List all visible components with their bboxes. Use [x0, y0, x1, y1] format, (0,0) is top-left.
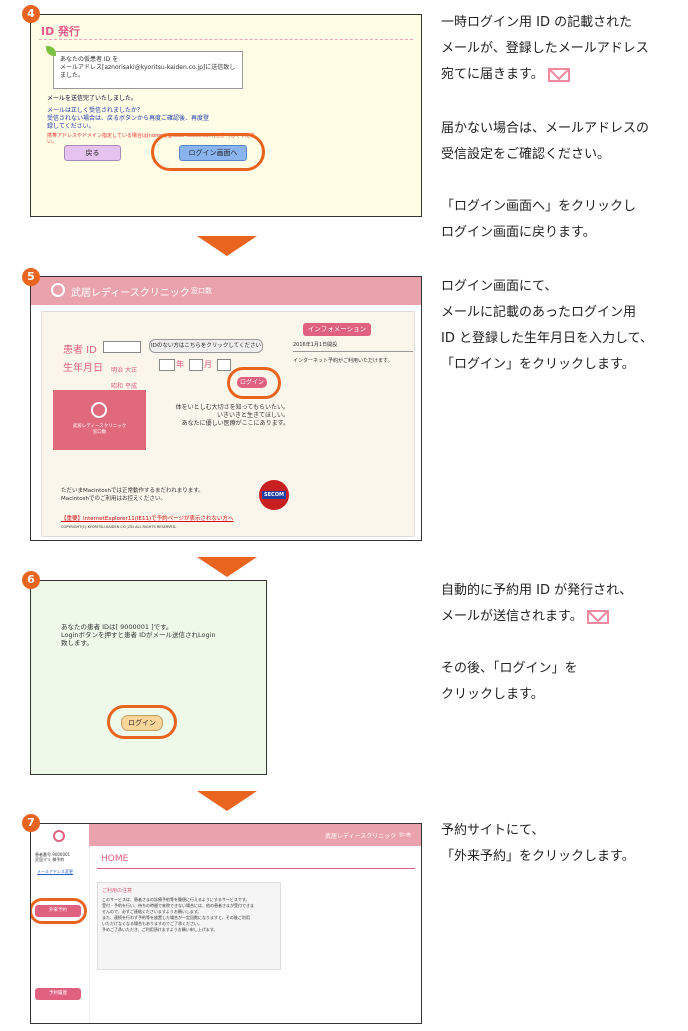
patient-id-label: 患者 ID [63, 345, 97, 356]
month-label: 月 [204, 360, 212, 369]
step4-description-text: 一時ログイン用 ID の記載された メールが、登録したメールアドレス 宛てに届き… [441, 15, 649, 82]
clinic-sub: 窓口数 [399, 832, 411, 837]
notice-title: ご利用の注意 [102, 888, 133, 894]
step5-screenshot: 武居レディースクリニック 窓口数 患者 ID IDのない方はこちらをクリックして… [30, 276, 422, 541]
mac-note: ただいまMacintoshでは正常動作するまだわれまります。 Macintosh… [61, 488, 204, 502]
step4-description-3: 「ログイン画面へ」をクリックし ログイン画面に戻ります。 [441, 199, 637, 240]
secom-label: SECOM [262, 491, 286, 499]
clinic-header: 武居レディースクリニック 窓口数 [31, 277, 421, 305]
info-rule [293, 351, 413, 352]
step-number-badge: 4 [22, 5, 40, 23]
day-input[interactable] [217, 359, 231, 371]
secom-badge: SECOM [259, 480, 289, 510]
warning-text: メールは正しく受信されましたか？ 受信されない場合は、戻るボタンから再度ご確認後… [47, 107, 210, 130]
clinic-logo-tile: 武居レディースクリニック 窓口数 [53, 390, 146, 450]
login-screen-button[interactable]: ログイン画面へ [179, 145, 247, 161]
mail-change-link[interactable]: メールアドレス変更 [37, 869, 73, 874]
birthdate-label: 生年月日 [63, 363, 103, 374]
mail-notice-box: あなたの仮患者 ID を メールアドレス[aznorisaki@kyoritsu… [46, 46, 243, 89]
highlight-ring [151, 133, 265, 171]
issued-id-message: あなたの患者 IDは[ 9000001 ]です。 Loginボタンを押すと患者 … [61, 623, 216, 647]
year-label: 年 [176, 360, 184, 369]
step6-description: 自動的に予約用 ID が発行され、 メールが送信されます。 [441, 578, 632, 630]
history-button[interactable]: 予約履歴 [35, 988, 81, 1000]
era-radio-3[interactable]: 昭和 [111, 383, 124, 390]
step6-screenshot: あなたの患者 IDは[ 9000001 ]です。 Loginボタンを押すと患者 … [30, 580, 267, 775]
step6-description-text: 自動的に予約用 ID が発行され、 メールが送信されます。 [441, 583, 633, 624]
mail-icon [586, 609, 609, 624]
step-number-badge: 5 [22, 268, 40, 286]
info-date: 2016年1月1日開設 [293, 342, 338, 348]
step4-description-2: 届かない場合は、メールアドレスの 受信設定をご確認ください。 [441, 121, 650, 162]
leaf-icon [46, 46, 56, 56]
step7-screenshot: 患者番号 9000001 武居マリ 様予約 メールアドレス変更 外来予約 予約履… [30, 823, 422, 1024]
info-tab[interactable]: インフォメーション [303, 323, 371, 336]
notice-box: ご利用の注意 このサービスは、患者さまの診療予約等を簡便に行えるようにするサービ… [97, 882, 281, 970]
mail-notice-text: あなたの仮患者 ID を メールアドレス[aznorisaki@kyoritsu… [60, 56, 236, 79]
month-input[interactable] [189, 359, 203, 371]
step7-description: 予約サイトにて、 「外来予約」をクリックします。 [441, 823, 635, 864]
domain-note: 携帯アドレスやドメイン指定している場合は[noreply@kobe-ladies… [47, 133, 256, 145]
clinic-name: 武居レディースクリニック [71, 288, 190, 299]
era-radio-1[interactable]: 明治 [111, 367, 124, 374]
step4-screenshot: ID 発行 あなたの仮患者 ID を メールアドレス[aznorisaki@ky… [30, 14, 422, 217]
mail-icon [547, 67, 570, 82]
info-text: インターネット予約がご利用いただけます。 [293, 358, 393, 364]
patient-id-input[interactable] [103, 341, 141, 353]
era-radio-2[interactable]: 大正 [124, 367, 137, 374]
clinic-message: 体をいとしむ大切さを知ってもらいたい。 いきいきと生きてほしい。 あなたに優しい… [175, 404, 289, 427]
step4-description: 一時ログイン用 ID の記載された メールが、登録したメールアドレス 宛てに届き… [441, 10, 649, 88]
notice-text: このサービスは、患者さまの診療予約等を簡便に行えるようにするサービスです。 受付… [102, 897, 254, 932]
home-rule [97, 868, 415, 869]
user-info: 患者番号 9000001 武居マリ 様予約 [35, 852, 71, 862]
year-input[interactable] [159, 359, 175, 371]
copyright: COPYRIGHT(C) KYORITSU-KAIDEN CO.,LTD ALL… [61, 525, 177, 529]
ie-note-link[interactable]: 【重要】InternetExplorer11(IE11)で予約ページが表示されな… [61, 516, 234, 522]
clinic-name: 武居レディースクリニック [325, 833, 397, 840]
sidebar: 患者番号 9000001 武居マリ 様予約 メールアドレス変更 外来予約 予約履… [31, 824, 90, 1023]
title-rule [39, 39, 413, 40]
home-title: HOME [101, 854, 129, 864]
back-button[interactable]: 戻る [64, 145, 121, 161]
highlight-ring [107, 705, 177, 739]
login-button[interactable]: ログイン [237, 377, 267, 388]
clinic-logo-icon [91, 402, 107, 418]
down-arrow [197, 791, 257, 811]
clinic-sub: 窓口数 [191, 287, 212, 295]
highlight-ring [31, 898, 87, 924]
sent-text: メールを送信完了いたしました。 [47, 95, 138, 102]
step5-description: ログイン画面にて、 メールに記載のあったログイン用 ID と登録した生年月日を入… [441, 279, 653, 372]
down-arrow [197, 236, 257, 256]
no-id-button[interactable]: IDのない方はこちらをクリックしてください [149, 339, 263, 353]
era-radio-4[interactable]: 平成 [124, 383, 137, 390]
clinic-logo-icon [53, 830, 65, 842]
clinic-header: 武居レディースクリニック 窓口数 [89, 824, 421, 846]
step6-description-2: その後、「ログイン」を クリックします。 [441, 661, 578, 702]
step-number-badge: 7 [22, 814, 40, 832]
era-options: 明治 大正 昭和 平成 [111, 359, 137, 391]
clinic-logo-icon [51, 283, 65, 297]
down-arrow [197, 557, 257, 577]
logo-caption: 武居レディースクリニック 窓口数 [72, 424, 127, 435]
id-issue-title: ID 発行 [41, 25, 81, 38]
step-number-badge: 6 [22, 571, 40, 589]
highlight-ring [227, 367, 281, 399]
